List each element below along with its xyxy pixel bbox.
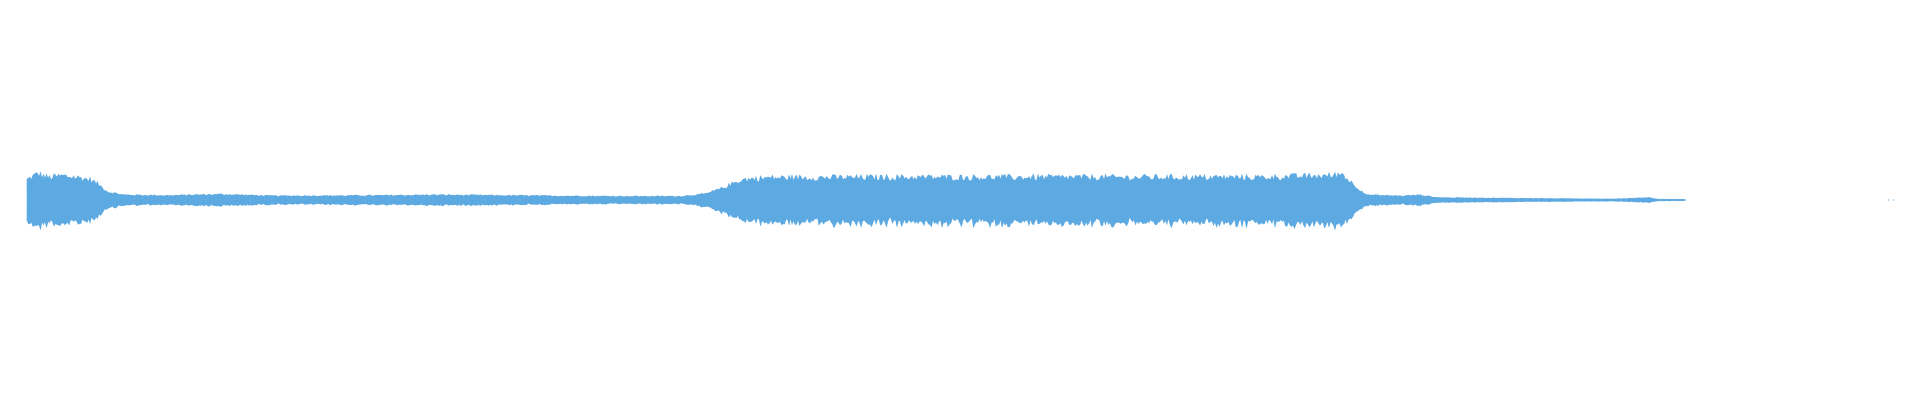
waveform-shape <box>26 171 1895 231</box>
waveform-speck <box>1888 199 1890 201</box>
waveform-speck <box>1893 199 1895 201</box>
waveform-envelope <box>26 171 1685 231</box>
